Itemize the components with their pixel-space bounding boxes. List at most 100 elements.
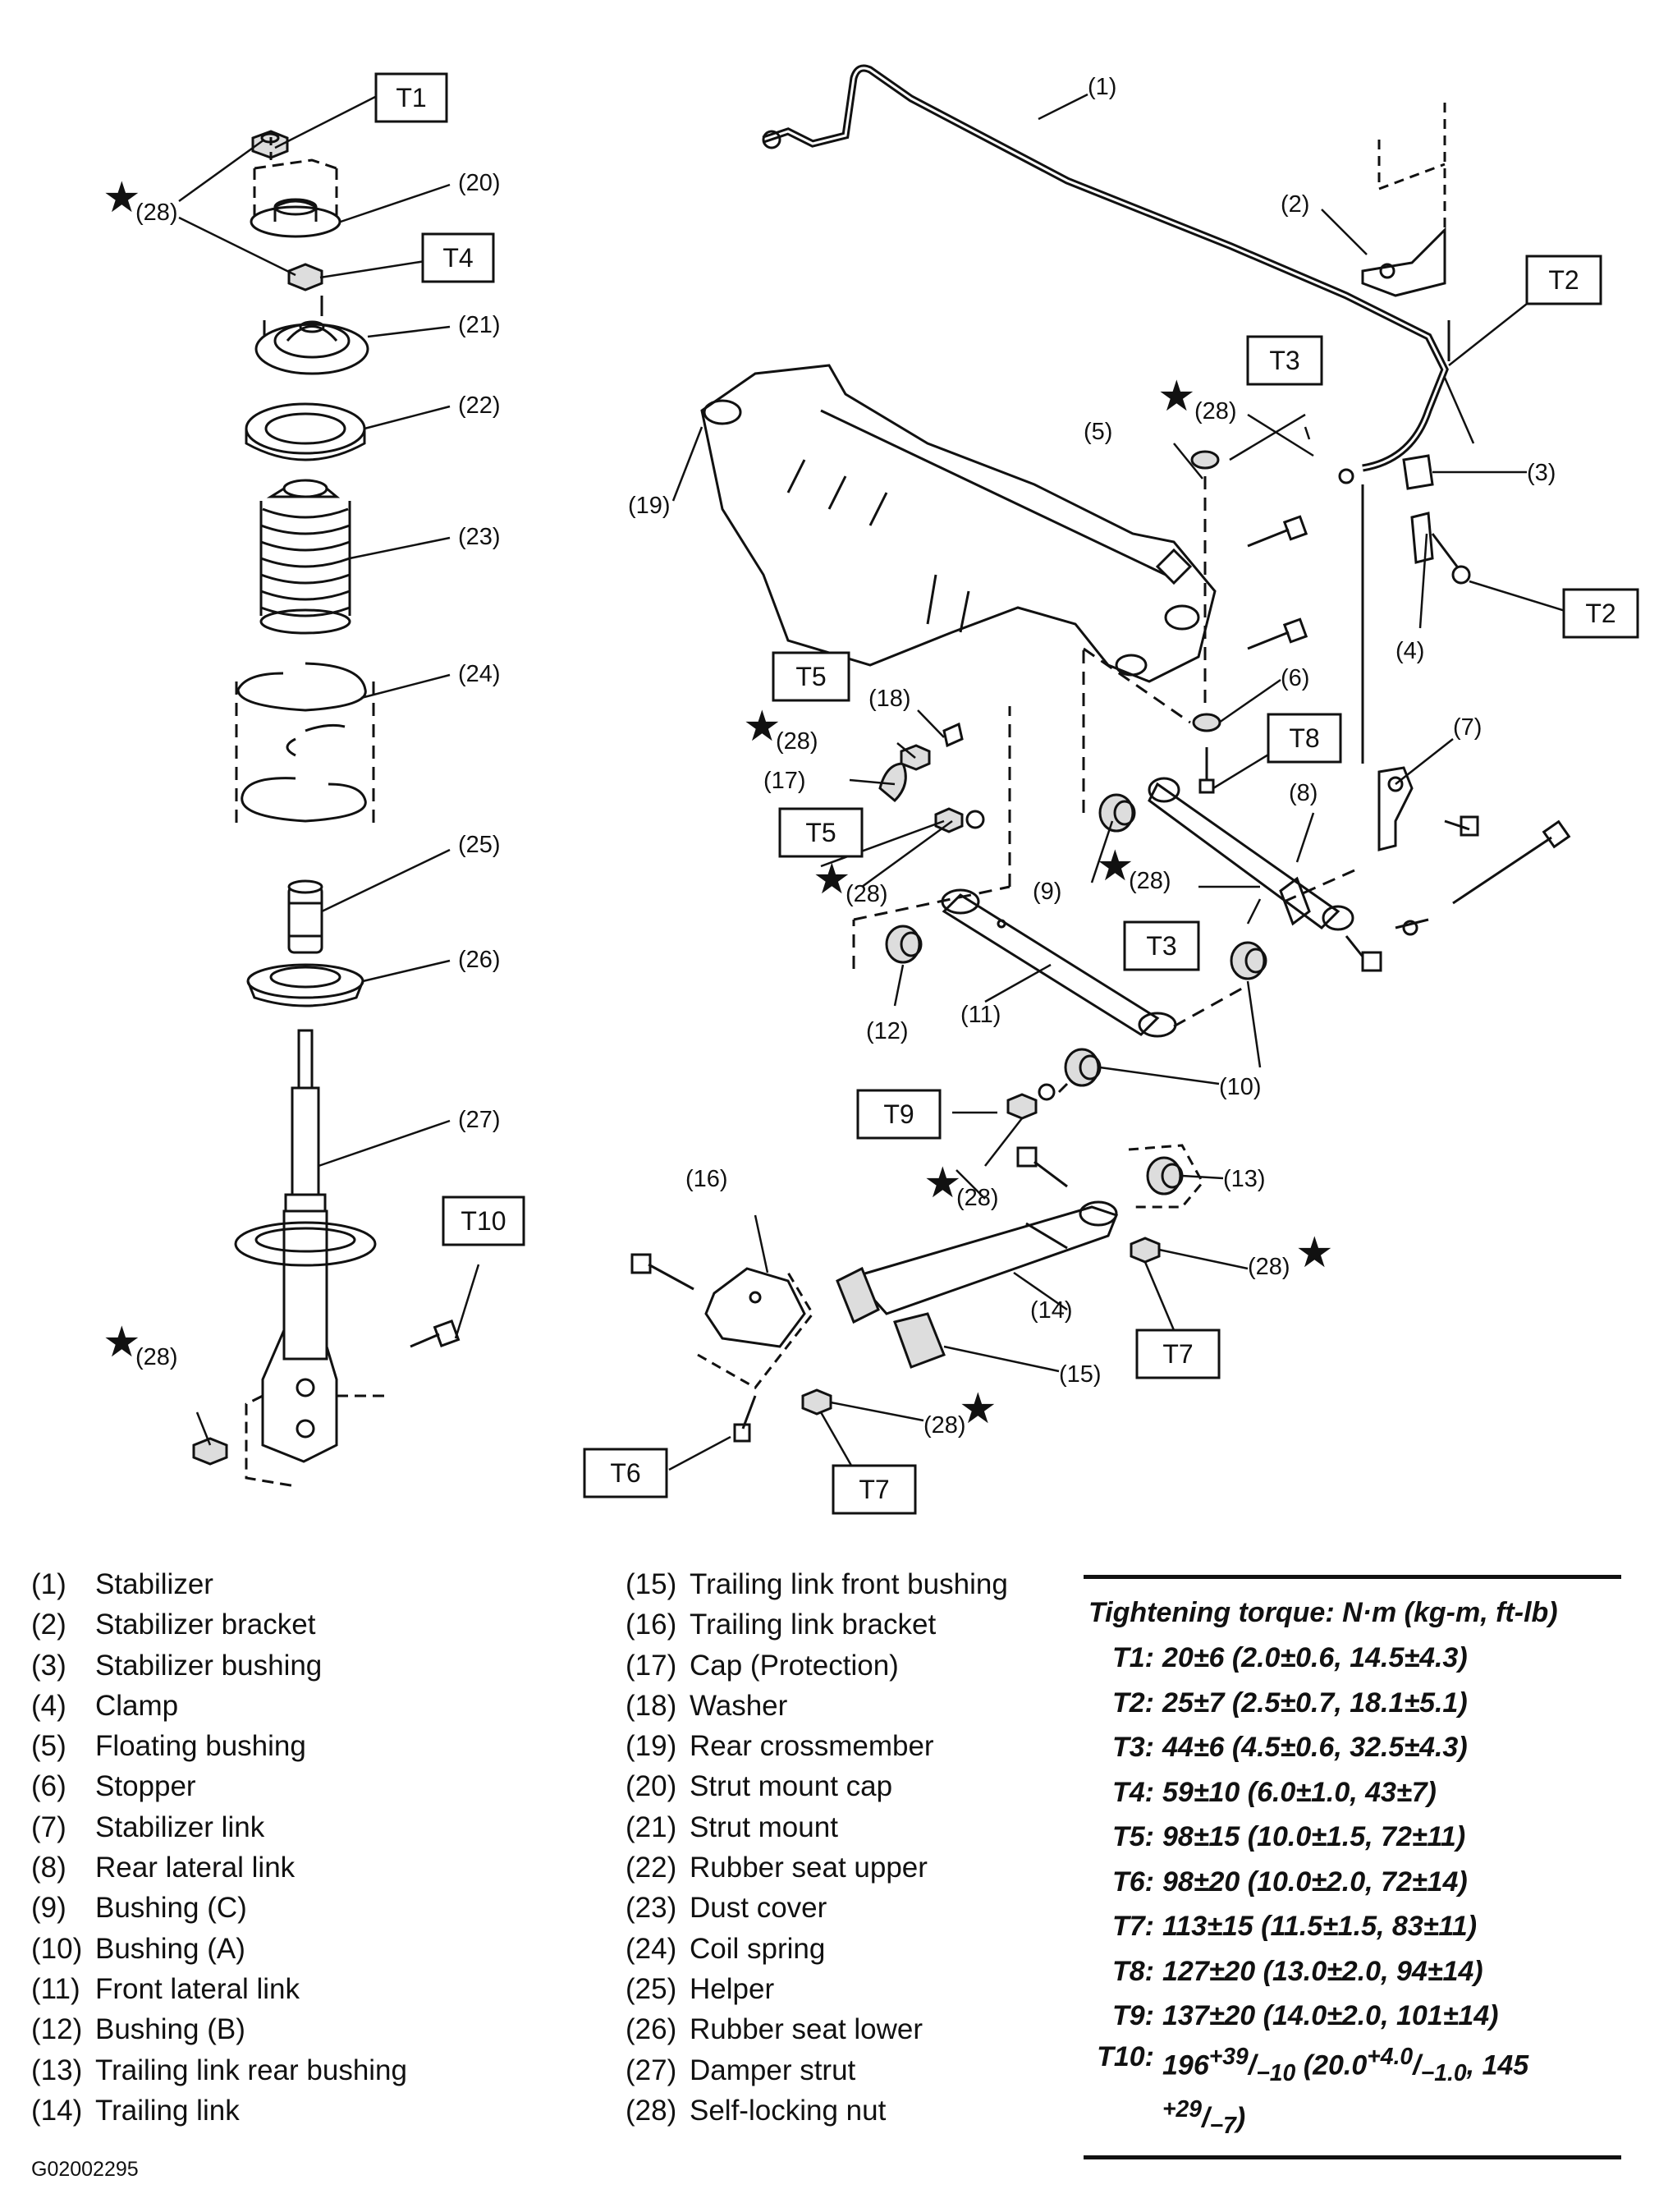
coil-spring (235, 662, 375, 829)
legend-label: Rear crossmember (690, 1730, 934, 1763)
figure-id: G02002295 (31, 2158, 139, 2181)
legend-label: Washer (690, 1689, 788, 1722)
legend-item: (23)Dust cover (626, 1888, 1008, 1928)
legend-item: (5)Floating bushing (31, 1726, 407, 1766)
torque-code: T9: (1112, 2000, 1154, 2031)
callout-28-g: (28) (1248, 1254, 1290, 1280)
legend-number: (5) (31, 1730, 66, 1763)
legend-label: Strut mount cap (690, 1770, 893, 1803)
callout-6: (6) (1281, 665, 1309, 691)
torque-row: T2:25±7 (2.5±0.7, 18.1±5.1) (1084, 1681, 1621, 1726)
exploded-diagram: T1 T4 T10 T2 T2 T3 T3 T5 (103, 64, 1639, 1515)
legend-item: (13)Trailing link rear bushing (31, 2050, 407, 2090)
torque-box-t9: T9 (856, 1089, 942, 1140)
legend-item: (24)Coil spring (626, 1929, 1008, 1969)
legend-number: (16) (626, 1609, 677, 1641)
legend-item: (18)Washer (626, 1686, 1008, 1726)
trailing-link (851, 1200, 1118, 1315)
star-g: ★ (1295, 1229, 1334, 1277)
legend-label: Bushing (B) (95, 2013, 245, 2046)
svg-text:T3: T3 (1146, 931, 1176, 961)
torque-code: T3: (1112, 1732, 1154, 1763)
bushing-c (1098, 793, 1136, 833)
legend-label: Stopper (95, 1770, 196, 1803)
svg-text:T7: T7 (859, 1475, 889, 1504)
callout-10: (10) (1219, 1074, 1262, 1100)
legend-label: Stabilizer link (95, 1810, 265, 1843)
stabilizer-link (1361, 484, 1479, 851)
torque-box-t4: T4 (421, 232, 495, 283)
callout-25: (25) (458, 832, 501, 858)
torque-code: T1: (1112, 1642, 1154, 1673)
callout-21: (21) (458, 312, 501, 338)
callout-28-c: (28) (776, 728, 818, 755)
legend-label: Strut mount (690, 1810, 838, 1843)
torque-box-t7-upper: T7 (1135, 1329, 1221, 1379)
stabilizer (762, 64, 1449, 484)
legend-label: Rubber seat lower (690, 2013, 923, 2046)
legend-item: (1)Stabilizer (31, 1564, 407, 1604)
parts-legend-left: (1)Stabilizer(2)Stabilizer bracket(3)Sta… (31, 1564, 407, 2131)
callout-28-e: (28) (1129, 868, 1171, 894)
cap-protection (878, 762, 907, 803)
legend-label: Trailing link rear bushing (95, 2054, 407, 2086)
legend-number: (21) (626, 1810, 677, 1843)
legend-number: (26) (626, 2013, 677, 2046)
strut-bolt (410, 1319, 461, 1348)
legend-item: (6)Stopper (31, 1766, 407, 1806)
rear-crossmember (700, 364, 1217, 683)
legend-number: (22) (626, 1852, 677, 1884)
assembly-guide-lines (852, 647, 1355, 1094)
callout-28-h: (28) (923, 1412, 966, 1439)
torque-row: T1:20±6 (2.0±0.6, 14.5±4.3) (1084, 1636, 1621, 1681)
svg-text:T2: T2 (1548, 265, 1579, 295)
svg-text:T4: T4 (442, 243, 473, 273)
torque-code: T4: (1112, 1776, 1154, 1808)
torque-rows: T1:20±6 (2.0±0.6, 14.5±4.3)T2:25±7 (2.5±… (1084, 1636, 1621, 2039)
torque-row: T5:98±15 (10.0±1.5, 72±11) (1084, 1815, 1621, 1860)
callout-20: (20) (458, 170, 501, 196)
callout-17: (17) (763, 768, 806, 794)
legend-label: Bushing (A) (95, 1932, 245, 1965)
svg-text:T5: T5 (795, 662, 826, 691)
callout-15: (15) (1059, 1361, 1102, 1388)
clamp (1410, 512, 1471, 585)
legend-item: (2)Stabilizer bracket (31, 1604, 407, 1645)
torque-value: 25±7 (2.5±0.7, 18.1±5.1) (1162, 1687, 1468, 1719)
legend-item: (19)Rear crossmember (626, 1726, 1008, 1766)
legend-label: Stabilizer (95, 1568, 213, 1600)
legend-number: (8) (31, 1852, 66, 1884)
svg-text:T6: T6 (610, 1458, 640, 1488)
legend-item: (7) Stabilizer link (31, 1807, 407, 1847)
helper (287, 879, 323, 954)
legend-item: (4)Clamp (31, 1686, 407, 1726)
torque-code: T5: (1112, 1821, 1154, 1852)
callout-2: (2) (1281, 191, 1309, 218)
legend-number: (27) (626, 2054, 677, 2086)
parts-legend-middle: (15)Trailing link front bushing(16)Trail… (626, 1564, 1008, 2131)
legend-number: (7) (31, 1810, 66, 1843)
callout-1: (1) (1088, 74, 1116, 100)
torque-code: T2: (1112, 1687, 1154, 1719)
svg-text:T1: T1 (396, 83, 426, 112)
callout-8: (8) (1289, 780, 1318, 806)
leader-lines (178, 93, 1569, 1471)
legend-item: (28)Self-locking nut (626, 2090, 1008, 2131)
self-locking-nut-middle (287, 263, 323, 291)
legend-number: (2) (31, 1609, 66, 1641)
svg-text:T9: T9 (883, 1099, 914, 1129)
callout-7: (7) (1453, 714, 1482, 741)
star-h: ★ (959, 1385, 997, 1433)
star-c: ★ (743, 703, 781, 750)
legend-number: (28) (626, 2094, 677, 2127)
callout-3: (3) (1527, 460, 1556, 486)
legend-label: Trailing link front bushing (690, 1568, 1008, 1600)
callout-28-f: (28) (956, 1185, 999, 1211)
torque-value: 113±15 (11.5±1.5, 83±11) (1162, 1911, 1478, 1942)
callout-22: (22) (458, 392, 501, 419)
floating-bushing (1190, 450, 1220, 706)
self-locking-nut-t7-lower (801, 1388, 832, 1416)
legend-item: (8)Rear lateral link (31, 1847, 407, 1888)
callout-12: (12) (866, 1018, 909, 1044)
torque-boxes: T1 T4 T10 T2 T2 T3 T3 T5 (374, 72, 1639, 1515)
